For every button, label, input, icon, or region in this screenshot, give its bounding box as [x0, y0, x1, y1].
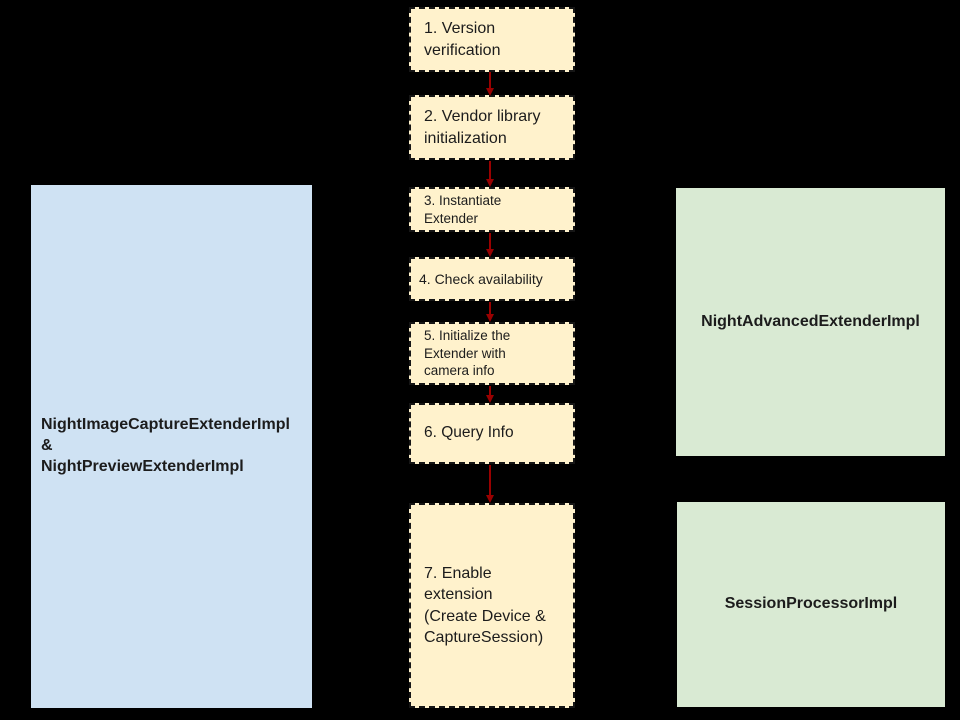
step-label: 3. Instantiate Extender	[424, 192, 502, 226]
flow-arrow-3	[485, 233, 494, 257]
arrowhead-down-icon	[485, 495, 494, 503]
arrowhead-down-icon	[485, 249, 494, 257]
arrowhead-down-icon	[485, 88, 494, 96]
node-label: NightImageCaptureExtenderImpl & NightPre…	[41, 416, 290, 475]
node-night-advanced-extender: NightAdvancedExtenderImpl	[676, 188, 945, 456]
step-box-4-check-availability: 4. Check availability	[409, 257, 575, 301]
step-box-3-instantiate-extender: 3. Instantiate Extender	[409, 187, 575, 232]
step-box-5-initialize-extender-camera-info: 5. Initialize the Extender with camera i…	[409, 322, 575, 385]
step-box-7-enable-extension: 7. Enable extension (Create Device & Cap…	[409, 503, 575, 708]
arrowhead-down-icon	[485, 179, 494, 187]
node-label: NightAdvancedExtenderImpl	[701, 312, 920, 330]
step-label: 5. Initialize the Extender with camera i…	[424, 327, 511, 379]
step-box-6-query-info: 6. Query Info	[409, 403, 575, 464]
step-box-1-version-verification: 1. Version verification	[409, 7, 575, 72]
step-label: 7. Enable extension (Create Device & Cap…	[424, 565, 546, 646]
step-box-2-vendor-library-initialization: 2. Vendor library initialization	[409, 95, 575, 160]
arrowhead-down-icon	[485, 395, 494, 403]
flow-arrow-2	[485, 161, 494, 187]
flow-arrow-1	[485, 72, 494, 96]
step-label: 2. Vendor library initialization	[424, 108, 541, 147]
flow-arrow-5	[485, 386, 494, 403]
step-label: 1. Version verification	[424, 20, 501, 59]
flow-arrow-6	[485, 465, 494, 503]
step-label: 6. Query Info	[424, 424, 514, 442]
step-label: 4. Check availability	[419, 270, 543, 287]
node-session-processor: SessionProcessorImpl	[677, 502, 945, 707]
node-label: SessionProcessorImpl	[724, 595, 898, 613]
flow-arrow-4	[485, 302, 494, 322]
node-night-image-capture-preview-extender: NightImageCaptureExtenderImpl & NightPre…	[31, 185, 312, 708]
arrowhead-down-icon	[485, 314, 494, 322]
